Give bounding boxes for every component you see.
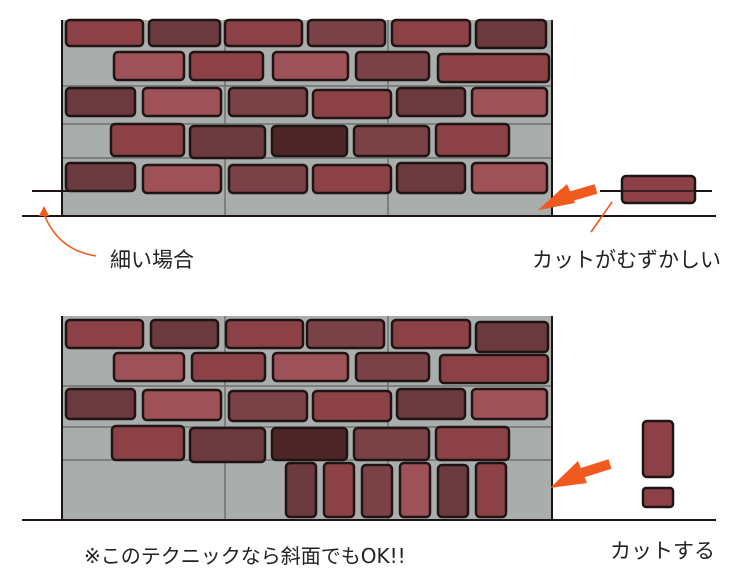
top-wall-bricks [64,18,551,195]
exclamation-mark-icon [641,419,675,509]
hard-to-cut-label: カットがむずかしい [532,248,721,272]
hard-to-cut-pointer [590,201,613,233]
slope-note: ※このテクニックなら斜面でもOK!! [84,544,406,568]
single-brick-uncut [600,174,712,205]
cut-label: カットする [610,539,715,563]
top-wall [61,18,553,216]
orange-arrow-icon-bottom [550,459,612,488]
narrow-case-pointer [39,206,97,257]
orange-arrow-icon [538,184,598,210]
bottom-wall-bricks [64,318,550,519]
narrow-case-label: 細い場合 [110,248,194,272]
bottom-wall [61,316,553,520]
